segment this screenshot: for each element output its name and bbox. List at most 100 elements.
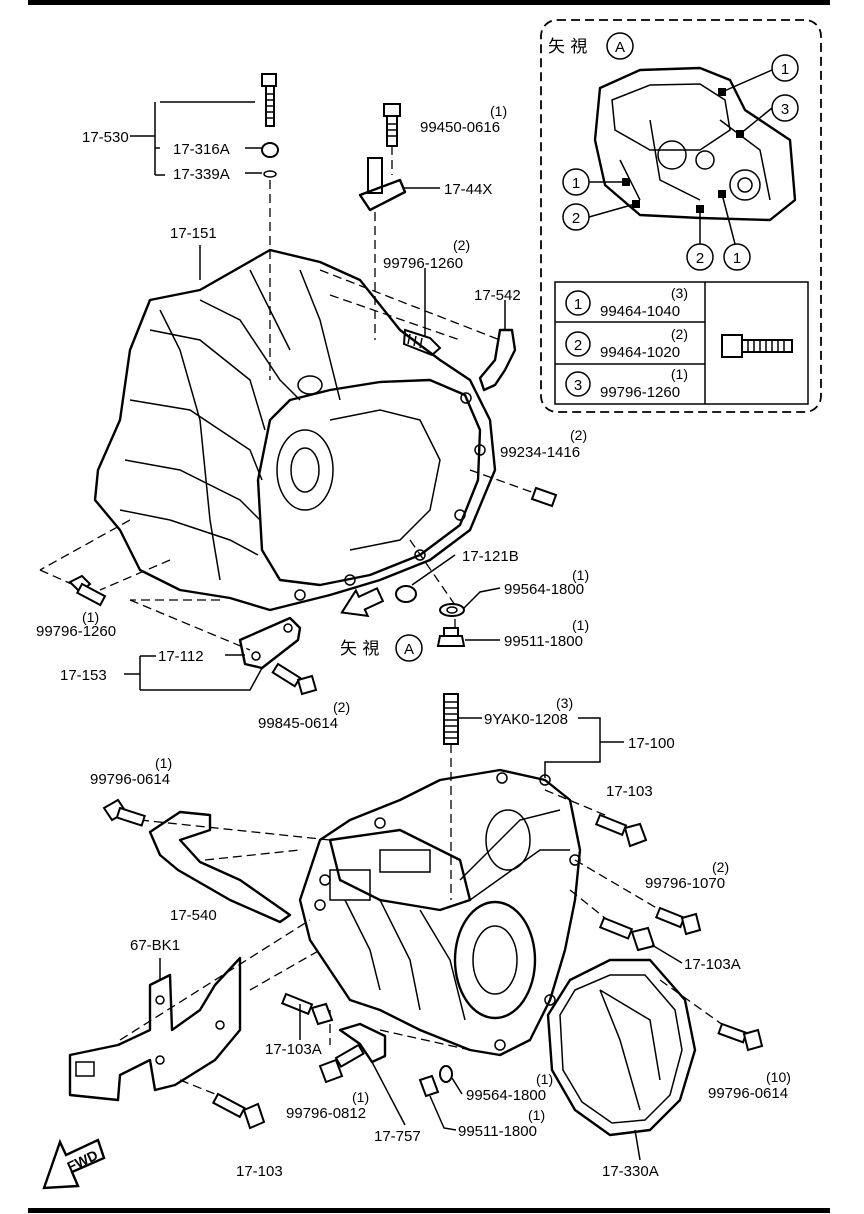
view-a-title: 矢 視	[548, 37, 587, 57]
table-row-3-qty: (1)	[671, 366, 688, 382]
label-99234-qty: (2)	[570, 427, 587, 443]
label-99450-0616: 99450-0616	[420, 119, 500, 136]
label-99796-0614b-qty: (10)	[766, 1069, 791, 1085]
bolt-17-103A-left	[280, 992, 334, 1040]
top-border-bar	[28, 0, 830, 5]
label-99796-1070-qty: (2)	[712, 859, 729, 875]
label-99511-1800-b: 99511-1800	[458, 1123, 537, 1140]
bracket-67-BK1	[68, 956, 242, 1102]
label-17-103A-right: 17-103A	[684, 956, 741, 973]
callout-1-bottom: 1	[733, 250, 741, 267]
plug-99511-1800-a	[436, 627, 500, 647]
clutch-housing-17-151	[93, 245, 497, 612]
label-17-100: 17-100	[628, 735, 675, 752]
label-17-103A-left: 17-103A	[265, 1041, 322, 1058]
plug-99511-1800-b	[418, 1074, 457, 1131]
label-99796-0614b: 99796-0614	[708, 1085, 788, 1102]
flange-bolt-icon	[721, 334, 793, 358]
label-99796-1260b-qty: (1)	[82, 609, 99, 625]
label-67-BK1: 67-BK1	[130, 937, 180, 954]
sensor-bolt-group	[358, 103, 440, 340]
label-99796-0614a: 99796-0614	[90, 771, 170, 788]
callout-2-bottom: 2	[696, 250, 704, 267]
label-17-530: 17-530	[82, 129, 129, 146]
label-99796-0812-qty: (1)	[352, 1089, 369, 1105]
callout-1-left: 1	[572, 175, 580, 192]
label-99234-1416: 99234-1416	[500, 444, 580, 461]
label-17-44X: 17-44X	[444, 181, 492, 198]
speedometer-plug-group	[130, 73, 279, 380]
label-99796-1260-qty: (2)	[453, 237, 470, 253]
label-99796-0614a-qty: (1)	[155, 755, 172, 771]
table-row-1-qty: (3)	[671, 285, 688, 301]
label-17-540: 17-540	[170, 907, 217, 924]
label-9YAK0-qty: (3)	[556, 695, 573, 711]
label-99564-b-qty: (1)	[536, 1071, 553, 1087]
label-17-151: 17-151	[170, 225, 217, 242]
label-17-330A: 17-330A	[602, 1163, 659, 1180]
bracket-17-112	[225, 616, 302, 670]
label-9YAK0-1208: 9YAK0-1208	[484, 711, 568, 728]
view-a-arrow-title: 矢 視	[340, 639, 379, 659]
table-row-3-num: 3	[574, 377, 582, 394]
dowel-99234-1416	[530, 486, 558, 508]
seal-17-121B	[395, 554, 456, 603]
label-17-112: 17-112	[158, 648, 204, 665]
view-a-arrow	[340, 587, 385, 618]
bolt-17-103-upper	[594, 813, 648, 848]
bolt-99796-0812	[318, 1043, 365, 1084]
stud-9YAK0-1208	[443, 693, 482, 900]
label-17-121B: 17-121B	[462, 548, 519, 565]
bolt-99796-1260-upper	[402, 268, 442, 357]
label-99845-0614: 99845-0614	[258, 715, 338, 732]
table-row-2-qty: (2)	[671, 326, 688, 342]
label-99511-a-qty: (1)	[572, 617, 589, 633]
label-99511-b-qty: (1)	[528, 1107, 545, 1123]
label-99450-qty: (1)	[490, 103, 507, 119]
washer-99564-1800-b	[439, 1065, 463, 1095]
bolt-99796-1070	[654, 906, 702, 936]
label-17-153: 17-153	[60, 667, 107, 684]
washer-99564-1800-a	[439, 587, 501, 617]
label-99845-qty: (2)	[333, 699, 350, 715]
bolt-99845-0614	[271, 662, 318, 696]
table-row-2-part: 99464-1020	[600, 344, 680, 361]
bolt-99796-0614-left	[102, 798, 146, 827]
lower-dash-leaders	[119, 789, 731, 1101]
label-99796-0812: 99796-0812	[286, 1105, 366, 1122]
view-a-case-drawing	[593, 66, 797, 222]
label-99564-1800-a: 99564-1800	[504, 581, 584, 598]
label-17-103-lower: 17-103	[236, 1163, 283, 1180]
label-17-103-upper: 17-103	[606, 783, 653, 800]
callout-2-left: 2	[572, 210, 580, 227]
table-row-2-num: 2	[574, 337, 582, 354]
bottom-border-bar	[28, 1208, 830, 1213]
table-row-1-num: 1	[574, 296, 582, 313]
table-row-1-part: 99464-1040	[600, 303, 680, 320]
label-99511-1800-a: 99511-1800	[504, 633, 583, 650]
label-99564-a-qty: (1)	[572, 567, 589, 583]
bolt-table: 1 (3) 99464-1040 2 (2) 99464-1020 3 (1) …	[554, 281, 809, 405]
label-17-542: 17-542	[474, 287, 521, 304]
bolt-99796-0614-right	[717, 1022, 764, 1052]
view-a-letter: A	[615, 39, 625, 56]
fwd-label: FWD	[65, 1147, 101, 1175]
label-17-339A: 17-339A	[173, 166, 230, 183]
plate-17-540	[148, 810, 292, 924]
label-99796-1070: 99796-1070	[645, 875, 725, 892]
callout-3: 3	[781, 101, 789, 118]
label-17-757: 17-757	[374, 1128, 421, 1145]
callout-1-top: 1	[781, 61, 789, 78]
label-17-316A: 17-316A	[173, 141, 230, 158]
upper-dash-leaders	[39, 269, 541, 651]
label-99564-1800-b: 99564-1800	[466, 1087, 546, 1104]
view-a-arrow-letter: A	[404, 641, 414, 658]
bolt-17-103A-right	[598, 916, 683, 964]
table-row-3-part: 99796-1260	[600, 384, 680, 401]
label-99796-1260-left: 99796-1260	[36, 623, 116, 640]
transaxle-case-17-100	[298, 768, 582, 1057]
label-99796-1260-upper: 99796-1260	[383, 255, 463, 272]
clip-17-757	[338, 1022, 406, 1126]
clip-17-542	[478, 300, 517, 392]
